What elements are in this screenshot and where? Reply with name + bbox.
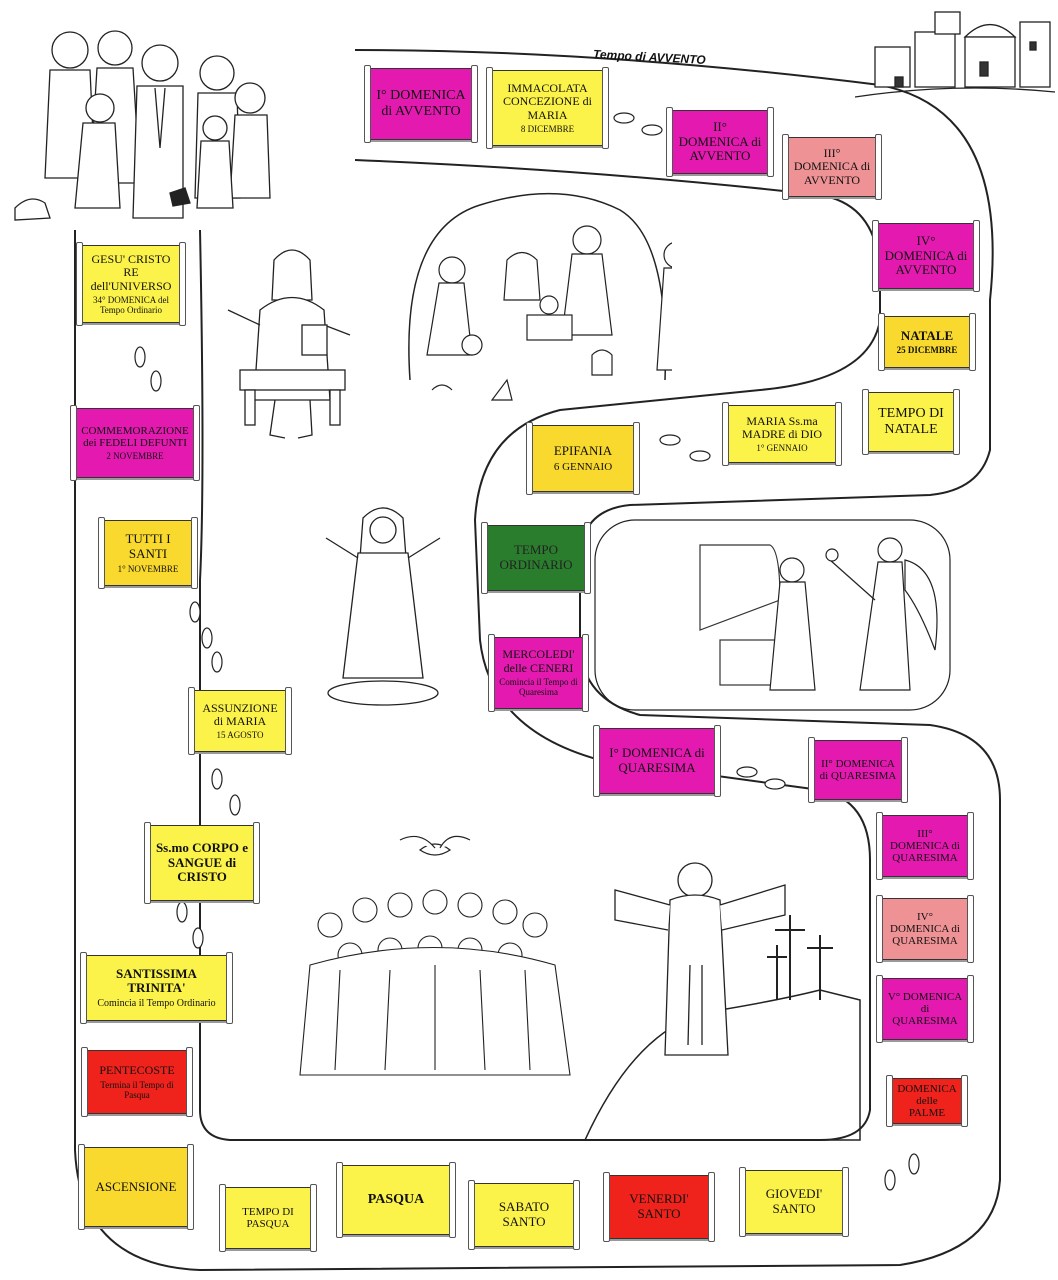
annunciation-illustration bbox=[769, 537, 938, 691]
footprints-icon bbox=[211, 768, 241, 816]
footprints-icon bbox=[659, 434, 711, 462]
risen-christ-illustration bbox=[614, 862, 786, 1056]
nativity-illustration bbox=[426, 225, 672, 401]
card-ascensione[interactable]: ASCENSIONE bbox=[78, 1144, 194, 1230]
card-palme[interactable]: DOMENICA delle PALME bbox=[886, 1075, 968, 1127]
card-venerdi[interactable]: VENERDI' SANTO bbox=[603, 1172, 715, 1242]
footprints-icon bbox=[176, 901, 204, 949]
dove-icon bbox=[399, 835, 471, 856]
card-corpo[interactable]: Ss.mo CORPO e SANGUE di CRISTO bbox=[144, 822, 260, 904]
card-quaresima-5[interactable]: V° DOMENICA di QUARESIMA bbox=[876, 975, 974, 1043]
christ-king-illustration bbox=[227, 249, 351, 439]
card-avvento-1[interactable]: I° DOMENICA di AVVENTO bbox=[364, 65, 478, 143]
footprints-icon bbox=[613, 112, 663, 136]
pentecost-illustration bbox=[299, 835, 571, 1076]
card-quaresima-3[interactable]: III° DOMENICA di QUARESIMA bbox=[876, 812, 974, 880]
footprints-icon bbox=[134, 346, 162, 392]
three-crosses-icon bbox=[767, 915, 833, 1000]
mary-assumption-illustration bbox=[325, 507, 441, 706]
card-tempo-pasqua[interactable]: TEMPO DI PASQUA bbox=[219, 1184, 317, 1252]
card-tempo-ordinario[interactable]: TEMPO ORDINARIO bbox=[481, 522, 591, 594]
card-avvento-4[interactable]: IV° DOMENICA di AVVENTO bbox=[872, 220, 980, 292]
family-illustration bbox=[14, 30, 271, 221]
card-quaresima-2[interactable]: II° DOMENICA di QUARESIMA bbox=[808, 737, 908, 803]
footprints-icon bbox=[736, 766, 786, 790]
footprints-icon bbox=[189, 601, 223, 673]
card-tempo-natale[interactable]: TEMPO DI NATALE bbox=[862, 389, 960, 455]
card-quaresima-4[interactable]: IV° DOMENICA di QUARESIMA bbox=[876, 895, 974, 963]
card-giovedi[interactable]: GIOVEDI' SANTO bbox=[739, 1167, 849, 1237]
village-illustration bbox=[855, 11, 1055, 98]
card-avvento-2[interactable]: II° DOMENICA di AVVENTO bbox=[666, 107, 774, 177]
card-pasqua[interactable]: PASQUA bbox=[336, 1162, 456, 1238]
card-quaresima-1[interactable]: I° DOMENICA di QUARESIMA bbox=[593, 725, 721, 797]
card-trinita[interactable]: SANTISSIMA TRINITA'Comincia il Tempo Ord… bbox=[80, 952, 233, 1024]
card-avvento-3[interactable]: III° DOMENICA di AVVENTO bbox=[782, 134, 882, 200]
card-sabato[interactable]: SABATO SANTO bbox=[468, 1180, 580, 1250]
footprints-icon bbox=[884, 1153, 920, 1191]
